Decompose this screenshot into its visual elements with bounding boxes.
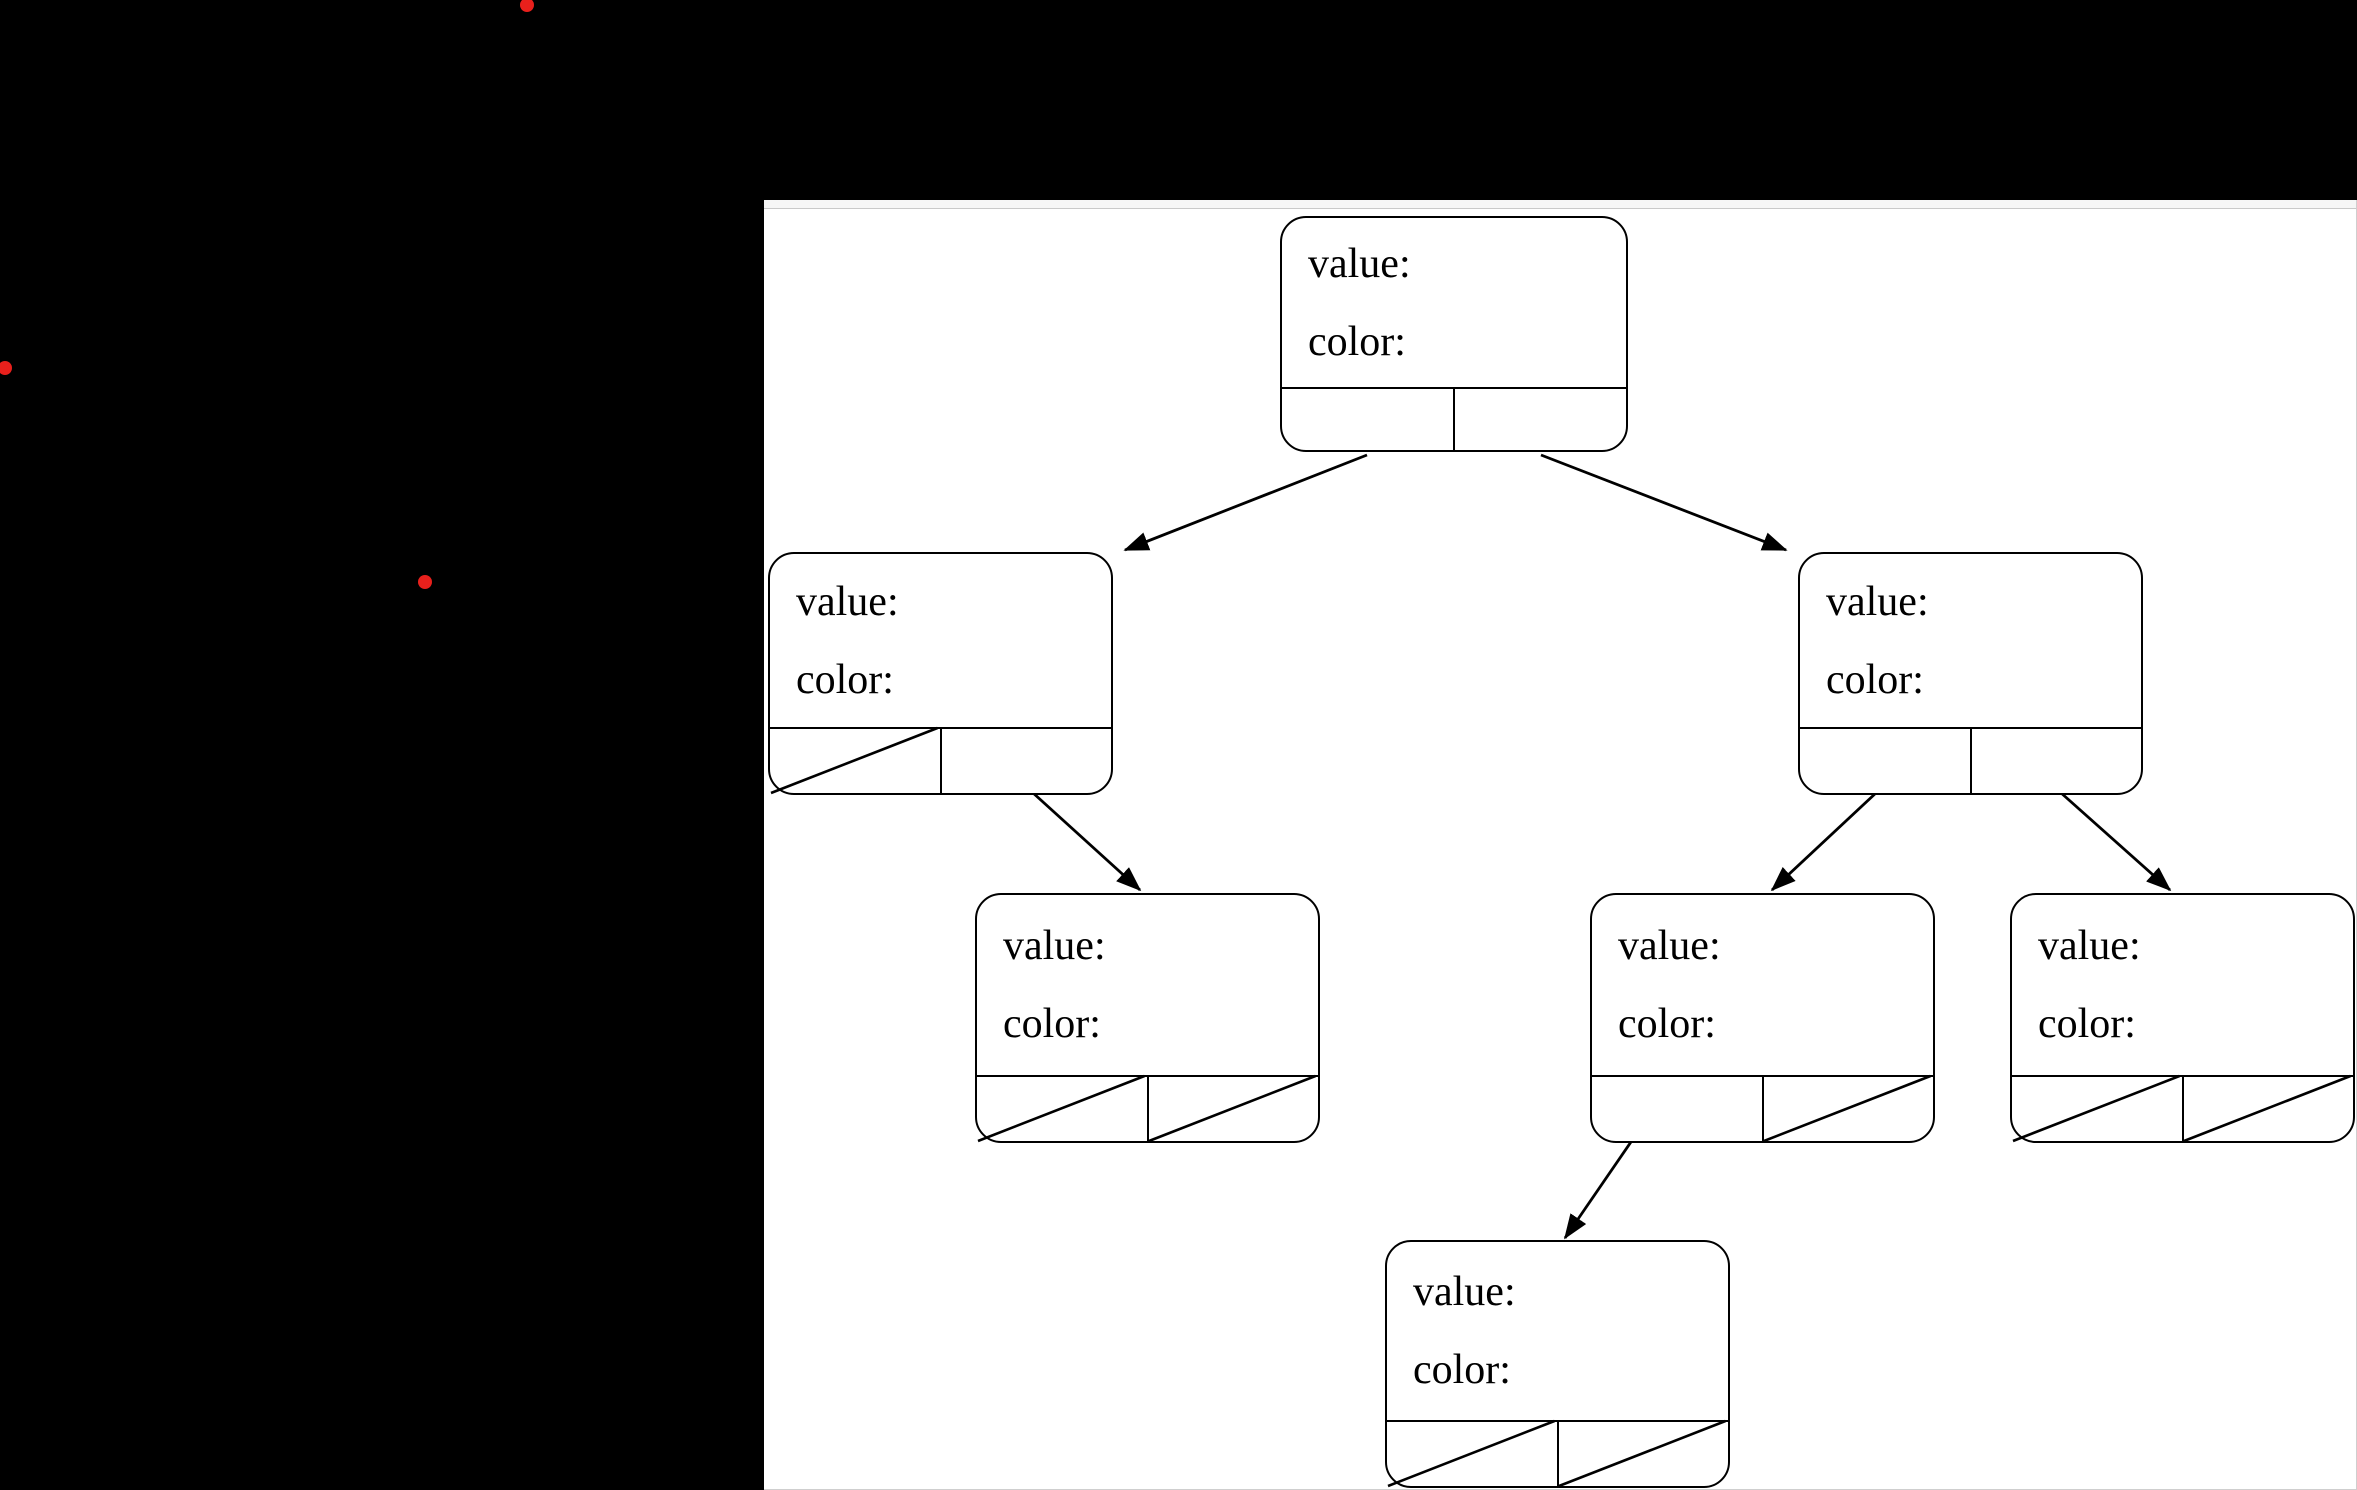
- marker-dot-mid: [418, 575, 432, 589]
- tree-node-right-right[interactable]: value: color:: [2010, 893, 2355, 1143]
- tree-node-right-left-left[interactable]: value: color:: [1385, 1240, 1730, 1488]
- node-fields: value: color:: [977, 895, 1318, 1075]
- node-fields: value: color:: [1282, 218, 1626, 387]
- null-pointer-slash-right: [1148, 1074, 1316, 1143]
- null-pointer-slash-left: [770, 726, 938, 795]
- node-value-label: value:: [1003, 923, 1106, 969]
- tree-node-left-right[interactable]: value: color:: [975, 893, 1320, 1143]
- panel-top-band: [764, 200, 2357, 209]
- null-pointer-slash-left: [977, 1074, 1145, 1143]
- node-pointer-separator: [1146, 1075, 1149, 1141]
- node-pointer-row: [1282, 387, 1626, 450]
- node-pointer-separator: [1556, 1420, 1559, 1486]
- null-pointer-slash-right: [1763, 1074, 1931, 1143]
- node-pointer-row: [1592, 1074, 1933, 1143]
- node-fields: value: color:: [2012, 895, 2353, 1075]
- node-value-label: value:: [1308, 240, 1411, 287]
- marker-dot-left: [0, 361, 12, 375]
- edge-right-right: [2059, 790, 2172, 892]
- node-pointer-row: [770, 726, 1111, 795]
- edge-root-left: [1123, 453, 1368, 552]
- node-color-label: color:: [1618, 1001, 1716, 1047]
- node-value-label: value:: [796, 578, 899, 625]
- node-pointer-row: [2012, 1074, 2353, 1143]
- node-pointer-row: [977, 1074, 1318, 1143]
- node-color-label: color:: [1413, 1347, 1511, 1393]
- node-fields: value: color:: [1387, 1242, 1728, 1420]
- diagram-panel: value:color:value:color:value:color:valu…: [764, 200, 2357, 1490]
- node-pointer-row: [1387, 1419, 1728, 1488]
- edge-right-left: [1770, 790, 1878, 892]
- node-pointer-separator: [1453, 387, 1455, 450]
- node-pointer-separator: [2181, 1075, 2184, 1141]
- node-value-label: value:: [1413, 1269, 1516, 1315]
- node-color-label: color:: [1003, 1001, 1101, 1047]
- node-color-label: color:: [1826, 656, 1924, 703]
- null-pointer-slash-right: [1558, 1419, 1726, 1488]
- null-pointer-slash-left: [2012, 1074, 2180, 1143]
- node-fields: value: color:: [1800, 554, 2141, 727]
- node-pointer-separator: [1761, 1075, 1764, 1141]
- node-pointer-separator: [939, 727, 942, 793]
- node-value-label: value:: [2038, 923, 2141, 969]
- node-pointer-separator: [1969, 727, 1972, 793]
- node-fields: value: color:: [770, 554, 1111, 727]
- edge-left-right: [1031, 790, 1142, 892]
- tree-node-root[interactable]: value: color:: [1280, 216, 1628, 452]
- node-color-label: color:: [2038, 1001, 2136, 1047]
- node-color-label: color:: [796, 656, 894, 703]
- node-fields: value: color:: [1592, 895, 1933, 1075]
- null-pointer-slash-left: [1387, 1419, 1555, 1488]
- tree-node-left[interactable]: value: color:: [768, 552, 1113, 795]
- node-value-label: value:: [1618, 923, 1721, 969]
- tree-node-right-left[interactable]: value: color:: [1590, 893, 1935, 1143]
- tree-node-right[interactable]: value: color:: [1798, 552, 2143, 795]
- edge-root-right: [1540, 453, 1788, 552]
- marker-dot-top: [520, 0, 534, 12]
- node-color-label: color:: [1308, 318, 1406, 365]
- node-value-label: value:: [1826, 578, 1929, 625]
- null-pointer-slash-right: [2183, 1074, 2351, 1143]
- node-pointer-row: [1800, 727, 2141, 793]
